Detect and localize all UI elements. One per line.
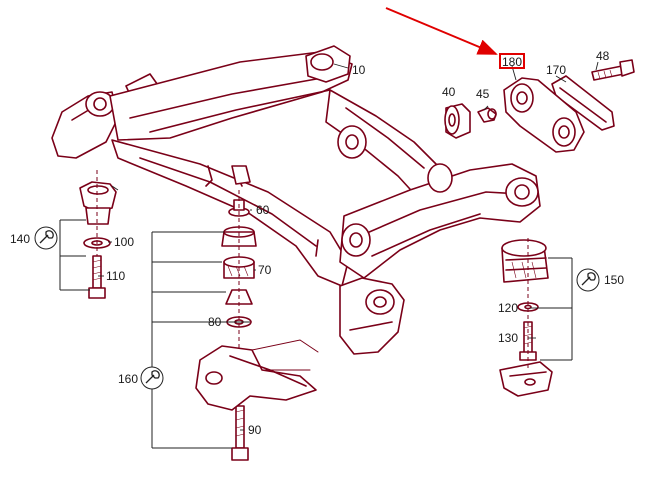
bolt-130 xyxy=(519,321,537,361)
callout-130[interactable]: 130 xyxy=(498,331,518,345)
callout-60[interactable]: 60 xyxy=(256,203,270,217)
callout-48[interactable]: 48 xyxy=(596,49,610,63)
callout-90[interactable]: 90 xyxy=(248,423,262,437)
callout-70[interactable]: 70 xyxy=(258,263,272,277)
bracket-group-160 xyxy=(151,231,232,449)
bolt-90 xyxy=(231,405,249,461)
callout-150[interactable]: 150 xyxy=(604,273,624,287)
bolt-48 xyxy=(591,59,635,81)
bolt-110 xyxy=(88,255,106,299)
callout-100[interactable]: 100 xyxy=(114,235,134,249)
callout-80[interactable]: 80 xyxy=(208,315,222,329)
bushing-sleeve xyxy=(221,226,257,247)
callout-160[interactable]: 160 xyxy=(118,372,138,386)
bolt-45 xyxy=(477,107,497,123)
vehicle-body-section xyxy=(195,339,319,411)
mount-bushing-left-upper xyxy=(79,181,117,225)
bracket-180 xyxy=(503,77,585,153)
callout-170[interactable]: 170 xyxy=(546,63,566,77)
bushing-40 xyxy=(444,103,471,139)
axle-carrier-frame xyxy=(51,45,541,355)
callout-10[interactable]: 10 xyxy=(352,63,366,77)
rubber-mount-150 xyxy=(501,239,549,283)
callout-180[interactable]: 180 xyxy=(502,55,522,69)
highlight-box-180 xyxy=(499,53,525,69)
callout-140[interactable]: 140 xyxy=(10,232,30,246)
lower-bracket-plate xyxy=(499,361,553,397)
bracket-group-150 xyxy=(538,257,573,361)
wrench-icon xyxy=(140,366,164,390)
wrench-icon xyxy=(576,268,600,292)
callout-110[interactable]: 110 xyxy=(106,269,125,283)
bracket-group-140 xyxy=(59,219,90,291)
highlight-arrow xyxy=(385,7,498,55)
callout-45[interactable]: 45 xyxy=(476,87,490,101)
wrench-icon xyxy=(34,226,58,250)
callout-120[interactable]: 120 xyxy=(498,301,518,315)
callout-40[interactable]: 40 xyxy=(442,85,456,99)
